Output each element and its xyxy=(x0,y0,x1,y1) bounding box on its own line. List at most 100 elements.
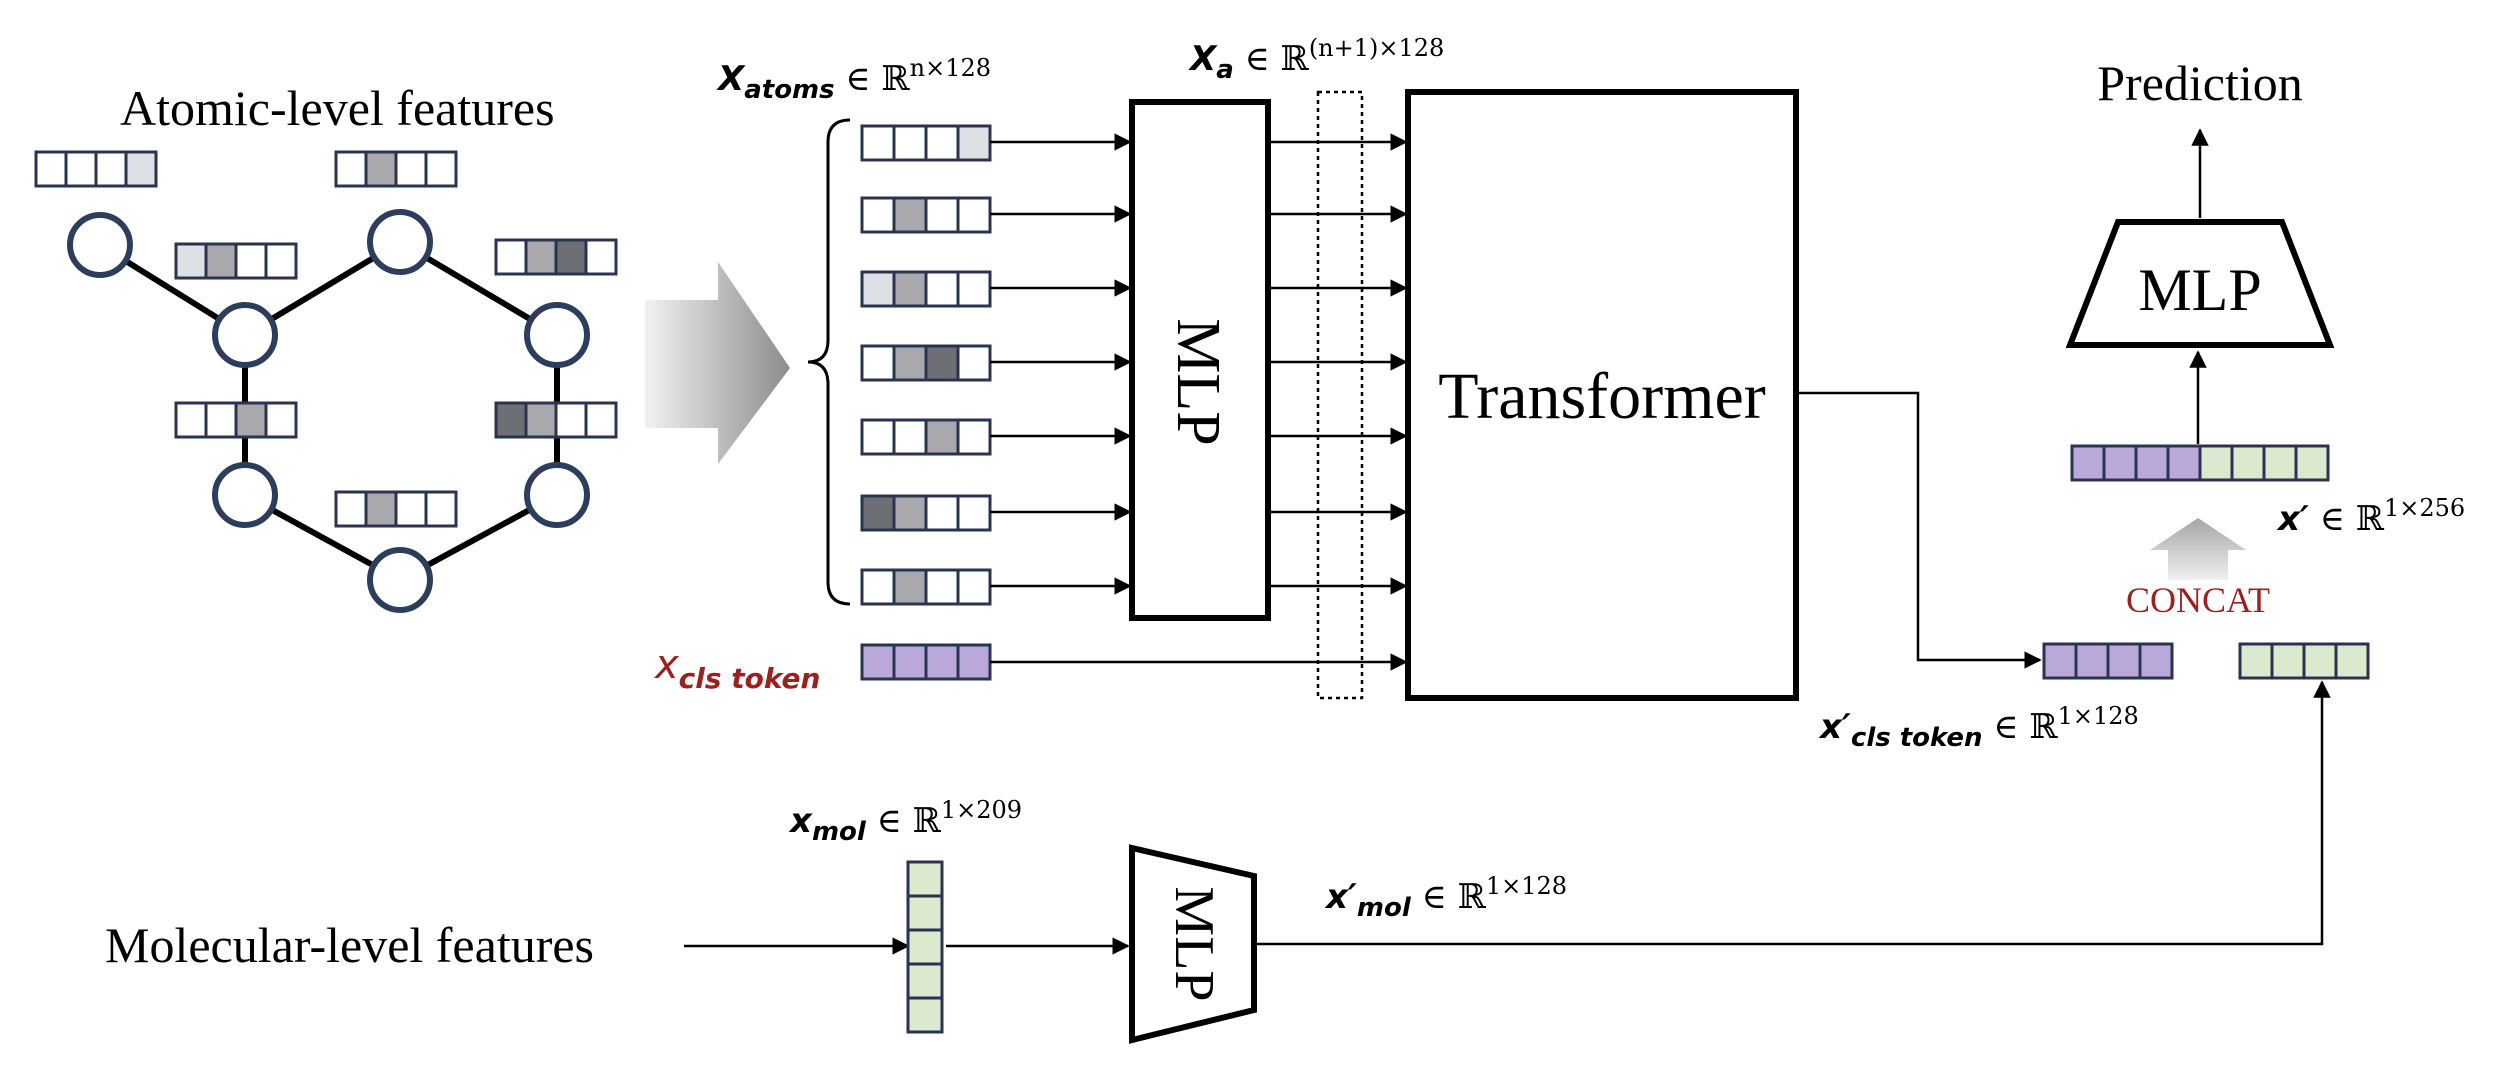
svg-text:x′mol ∈ ℝ1×128: x′mol ∈ ℝ1×128 xyxy=(1324,872,1567,923)
atom-token-vector xyxy=(860,196,992,234)
transformer-output-arrow xyxy=(1796,391,2042,669)
vector-cell xyxy=(892,124,928,162)
vector-cell xyxy=(956,270,992,308)
vector-cell xyxy=(892,643,928,681)
atom-feature-vectors xyxy=(34,150,618,528)
vector-cell xyxy=(2262,444,2298,482)
vector-cell xyxy=(924,196,960,234)
vector-cell xyxy=(394,490,428,528)
vector-cell xyxy=(860,124,896,162)
atom-vector xyxy=(34,150,158,188)
atom-token-vectors xyxy=(860,124,992,681)
vector-cell xyxy=(956,643,992,681)
vector-cell xyxy=(524,401,558,439)
vector-cell xyxy=(2198,444,2234,482)
cls-token-output-vector xyxy=(2042,642,2174,680)
vector-cell xyxy=(524,238,558,276)
vector-cell xyxy=(860,270,896,308)
x-prime-label: x′ ∈ ℝ1×256 xyxy=(2276,494,2465,539)
molecule-graph xyxy=(67,209,590,613)
vector-cell xyxy=(124,150,158,188)
vector-cell xyxy=(2042,642,2078,680)
vector-cell xyxy=(956,418,992,456)
atom-vector xyxy=(174,242,298,280)
x-cls-prime-label: x′cls token ∈ ℝ1×128 xyxy=(1818,702,2139,753)
vector-cell xyxy=(554,238,588,276)
vector-cell xyxy=(924,344,960,382)
svg-text:x′ ∈ ℝ1×256: x′ ∈ ℝ1×256 xyxy=(2276,494,2465,539)
mlp-mol-trapezoid xyxy=(1129,844,1257,1044)
concat-label: CONCAT xyxy=(2126,580,2270,620)
concat-up-arrow xyxy=(2150,518,2246,580)
atom-vector xyxy=(494,238,618,276)
svg-text:Xa ∈ ℝ(n+1)×128: Xa ∈ ℝ(n+1)×128 xyxy=(1188,34,1444,85)
x-atoms-label: Xatoms ∈ ℝn×128 xyxy=(716,54,991,105)
vector-cell xyxy=(264,242,298,280)
vector-cell xyxy=(924,494,960,532)
token-to-mlp-arrows xyxy=(990,133,1408,671)
vector-cell xyxy=(906,894,944,932)
vector-cell xyxy=(2238,642,2274,680)
vector-cell xyxy=(924,124,960,162)
vector-cell xyxy=(424,150,458,188)
vector-cell xyxy=(924,643,960,681)
vector-cell xyxy=(584,401,618,439)
prediction-label: Prediction xyxy=(2097,55,2303,111)
vector-cell xyxy=(892,270,928,308)
vector-cell xyxy=(2270,642,2306,680)
x-mol-prime-label: x′mol ∈ ℝ1×128 xyxy=(1324,872,1567,923)
vector-cell xyxy=(334,150,368,188)
vector-cell xyxy=(956,568,992,606)
mlp-mol-label: MLP xyxy=(1163,886,1225,1001)
vector-cell xyxy=(860,344,896,382)
vector-cell xyxy=(924,270,960,308)
vector-cell xyxy=(956,494,992,532)
vector-cell xyxy=(204,401,238,439)
vector-cell xyxy=(264,401,298,439)
vector-cell xyxy=(584,238,618,276)
mlp-head-label: MLP xyxy=(2138,257,2261,323)
vector-cell xyxy=(2294,444,2330,482)
svg-text:xmol ∈ ℝ1×209: xmol ∈ ℝ1×209 xyxy=(788,796,1022,847)
vector-cell xyxy=(364,490,398,528)
vector-cell xyxy=(892,196,928,234)
vector-cell xyxy=(494,238,528,276)
vector-cell xyxy=(860,418,896,456)
x-a-label: Xa ∈ ℝ(n+1)×128 xyxy=(1188,34,1444,85)
concat-vector xyxy=(2070,444,2330,482)
mol-output-vector xyxy=(2238,642,2370,680)
transformer-label: Transformer xyxy=(1438,360,1766,433)
mol-mlp-output-arrow xyxy=(1254,680,2331,946)
mlp-atoms-box xyxy=(1129,99,1271,621)
atom-token-vector xyxy=(860,344,992,382)
vector-cell xyxy=(956,124,992,162)
atom-vector xyxy=(334,490,458,528)
atom-node xyxy=(67,212,133,278)
vector-cell xyxy=(174,242,208,280)
vector-cell xyxy=(2230,444,2266,482)
vector-cell xyxy=(204,242,238,280)
atom-node xyxy=(212,462,278,528)
atom-token-vector xyxy=(860,494,992,532)
molecular-features-label: Molecular-level features xyxy=(105,917,594,973)
mlp-head-trapezoid xyxy=(2065,219,2335,348)
vector-cell xyxy=(34,150,68,188)
atom-token-vector xyxy=(860,124,992,162)
vector-cell xyxy=(494,401,528,439)
atomic-features-label: Atomic-level features xyxy=(120,80,555,136)
vector-cell xyxy=(860,643,896,681)
vector-cell xyxy=(892,494,928,532)
mlp-atoms-label: MLP xyxy=(1164,318,1232,445)
svg-text:Xatoms ∈ ℝn×128: Xatoms ∈ ℝn×128 xyxy=(716,54,991,105)
atom-vector xyxy=(494,401,618,439)
mol-output-vector xyxy=(2238,642,2370,680)
vector-cell xyxy=(892,418,928,456)
big-gradient-arrow xyxy=(645,262,790,464)
cls-token-vector xyxy=(860,643,992,681)
cls-output-vector xyxy=(2042,642,2174,680)
vector-cell xyxy=(394,150,428,188)
vector-cell xyxy=(860,568,896,606)
atom-node xyxy=(524,462,590,528)
atom-brace xyxy=(807,118,851,606)
